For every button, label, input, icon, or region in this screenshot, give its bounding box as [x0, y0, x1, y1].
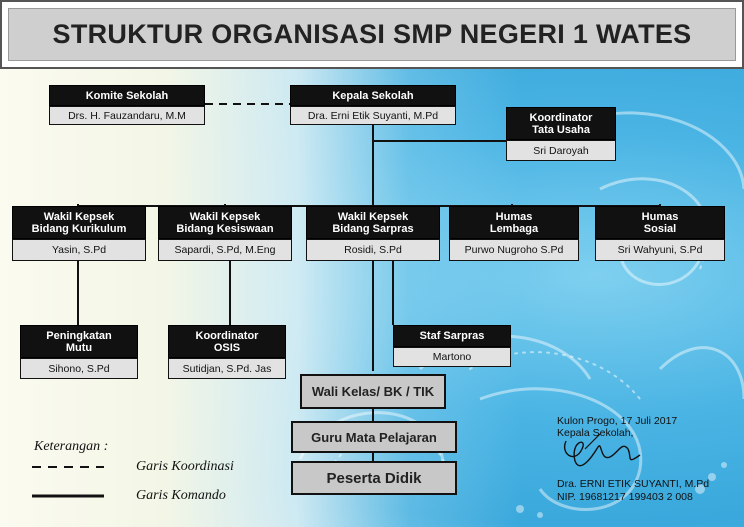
osis-title-line1: Koordinator — [195, 329, 259, 342]
node-kesiswaan-title: Wakil Kepsek Bidang Kesiswaan — [158, 206, 292, 239]
node-humas-lembaga-name: Purwo Nugroho S.Pd — [449, 239, 579, 261]
komite-title-text: Komite Sekolah — [85, 89, 169, 102]
node-mutu-name: Sihono, S.Pd — [20, 358, 138, 379]
signature-name: Dra. ERNI ETIK SUYANTI, M.Pd — [557, 478, 710, 490]
node-humas-lembaga-title: Humas Lembaga — [449, 206, 579, 239]
signature-scribble — [563, 433, 641, 467]
signature-place-date: Kulon Progo, 17 Juli 2017 — [557, 415, 678, 427]
legend-solid-label: Garis Komando — [136, 488, 226, 503]
tata-usaha-title-line1: Koordinator — [529, 111, 593, 124]
node-staf-sarpras: Staf Sarpras Martono — [393, 325, 511, 367]
node-tata-usaha-title: Koordinator Tata Usaha — [506, 107, 616, 140]
node-humas-sosial: Humas Sosial Sri Wahyuni, S.Pd — [595, 206, 725, 261]
guru-mapel-text: Guru Mata Pelajaran — [311, 429, 437, 445]
node-wakil-kesiswaan: Wakil Kepsek Bidang Kesiswaan Sapardi, S… — [158, 206, 292, 261]
node-mutu-title: Peningkatan Mutu — [20, 325, 138, 358]
node-peningkatan-mutu: Peningkatan Mutu Sihono, S.Pd — [20, 325, 138, 379]
staf-sarpras-title-text: Staf Sarpras — [419, 330, 485, 342]
node-kepala-name: Dra. Erni Etik Suyanti, M.Pd — [290, 106, 456, 125]
node-komite-title: Komite Sekolah — [49, 85, 205, 106]
node-kurikulum-name: Yasin, S.Pd — [12, 239, 146, 261]
node-tata-usaha-name: Sri Daroyah — [506, 140, 616, 161]
wali-kelas-text: Wali Kelas/ BK / TIK — [311, 384, 435, 399]
kurikulum-title-line2: Bidang Kurikulum — [31, 222, 127, 235]
humas-lembaga-title-line2: Lembaga — [489, 222, 539, 235]
sarpras-title-line2: Bidang Sarpras — [332, 222, 414, 235]
legend-dashed-label: Garis Koordinasi — [136, 459, 234, 474]
chart-canvas: Komite Sekolah Drs. H. Fauzandaru, M.M K… — [0, 69, 744, 527]
page-title: STRUKTUR ORGANISASI SMP NEGERI 1 WATES — [52, 19, 692, 49]
node-staf-sarpras-title: Staf Sarpras — [393, 325, 511, 347]
mutu-title-line2: Mutu — [65, 341, 93, 354]
node-humas-lembaga: Humas Lembaga Purwo Nugroho S.Pd — [449, 206, 579, 261]
kepala-title-text: Kepala Sekolah — [332, 89, 414, 102]
kurikulum-title-line1: Wakil Kepsek — [43, 210, 115, 223]
node-wakil-kurikulum: Wakil Kepsek Bidang Kurikulum Yasin, S.P… — [12, 206, 146, 261]
tata-usaha-title-line2: Tata Usaha — [532, 123, 590, 136]
node-staf-sarpras-name: Martono — [393, 347, 511, 367]
node-koordinator-osis: Koordinator OSIS Sutidjan, S.Pd. Jas — [168, 325, 286, 379]
node-kesiswaan-name: Sapardi, S.Pd, M.Eng — [158, 239, 292, 261]
node-sarpras-name: Rosidi, S.Pd — [306, 239, 440, 261]
humas-sosial-title-line1: Humas — [641, 210, 679, 223]
legend-heading: Keterangan : — [34, 439, 109, 454]
humas-lembaga-title-line1: Humas — [495, 210, 533, 223]
node-kepala-title: Kepala Sekolah — [290, 85, 456, 106]
node-tata-usaha: Koordinator Tata Usaha Sri Daroyah — [506, 107, 616, 161]
node-guru-mapel: Guru Mata Pelajaran — [291, 421, 457, 453]
osis-title-line2: OSIS — [213, 341, 241, 354]
node-kepala-sekolah: Kepala Sekolah Dra. Erni Etik Suyanti, M… — [290, 85, 456, 125]
signature-nip: NIP. 19681217 199403 2 008 — [557, 491, 693, 503]
node-osis-title: Koordinator OSIS — [168, 325, 286, 358]
node-sarpras-title: Wakil Kepsek Bidang Sarpras — [306, 206, 440, 239]
sarpras-title-line1: Wakil Kepsek — [337, 210, 409, 223]
title-panel: STRUKTUR ORGANISASI SMP NEGERI 1 WATES — [8, 8, 736, 61]
peserta-didik-text: Peserta Didik — [326, 469, 422, 487]
node-kurikulum-title: Wakil Kepsek Bidang Kurikulum — [12, 206, 146, 239]
node-osis-name: Sutidjan, S.Pd. Jas — [168, 358, 286, 379]
node-wali-kelas: Wali Kelas/ BK / TIK — [300, 374, 446, 409]
title-bar: STRUKTUR ORGANISASI SMP NEGERI 1 WATES — [0, 0, 744, 69]
node-komite-name: Drs. H. Fauzandaru, M.M — [49, 106, 205, 125]
node-humas-sosial-title: Humas Sosial — [595, 206, 725, 239]
kesiswaan-title-line1: Wakil Kepsek — [189, 210, 261, 223]
node-humas-sosial-name: Sri Wahyuni, S.Pd — [595, 239, 725, 261]
node-peserta-didik: Peserta Didik — [291, 461, 457, 495]
signature-role: Kepala Sekolah, — [557, 427, 634, 439]
node-komite-sekolah: Komite Sekolah Drs. H. Fauzandaru, M.M — [49, 85, 205, 125]
node-wakil-sarpras: Wakil Kepsek Bidang Sarpras Rosidi, S.Pd — [306, 206, 440, 261]
humas-sosial-title-line2: Sosial — [643, 222, 677, 235]
kesiswaan-title-line2: Bidang Kesiswaan — [176, 222, 274, 235]
mutu-title-line1: Peningkatan — [46, 329, 112, 342]
